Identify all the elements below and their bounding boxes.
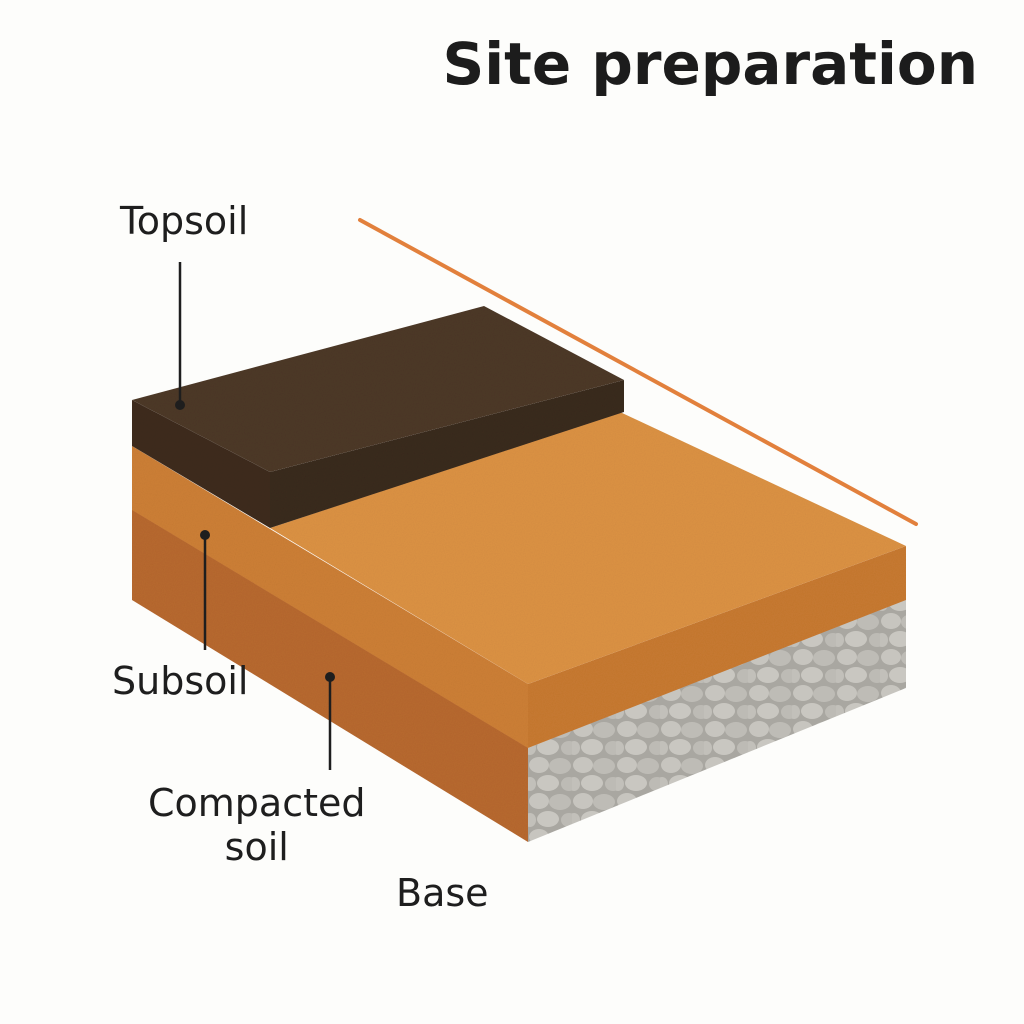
stake-line xyxy=(358,218,918,526)
topsoil-top-face xyxy=(132,306,624,472)
compacted-soil-leader xyxy=(325,672,335,770)
subsoil-leader xyxy=(200,530,210,650)
compacted-soil-label-line2: soil xyxy=(224,824,289,869)
page-title: Site preparation xyxy=(442,30,978,98)
base-front-face xyxy=(528,598,906,842)
base-layer xyxy=(528,598,906,842)
topsoil-right-face xyxy=(270,380,624,528)
compacted-soil-label-line1: Compacted xyxy=(148,781,366,825)
compacted-soil-label: Compacted soil xyxy=(148,781,366,869)
topsoil-label: Topsoil xyxy=(120,199,249,243)
base-label: Base xyxy=(396,871,489,915)
subsoil-label: Subsoil xyxy=(112,659,249,703)
topsoil-front-face xyxy=(132,400,270,528)
subsoil-top-face xyxy=(270,412,906,684)
topsoil-layer xyxy=(132,306,624,528)
subsoil-right-face xyxy=(528,546,906,748)
subsoil-left-face xyxy=(132,446,528,748)
topsoil-leader xyxy=(175,262,185,410)
subsoil-layer xyxy=(132,412,906,748)
